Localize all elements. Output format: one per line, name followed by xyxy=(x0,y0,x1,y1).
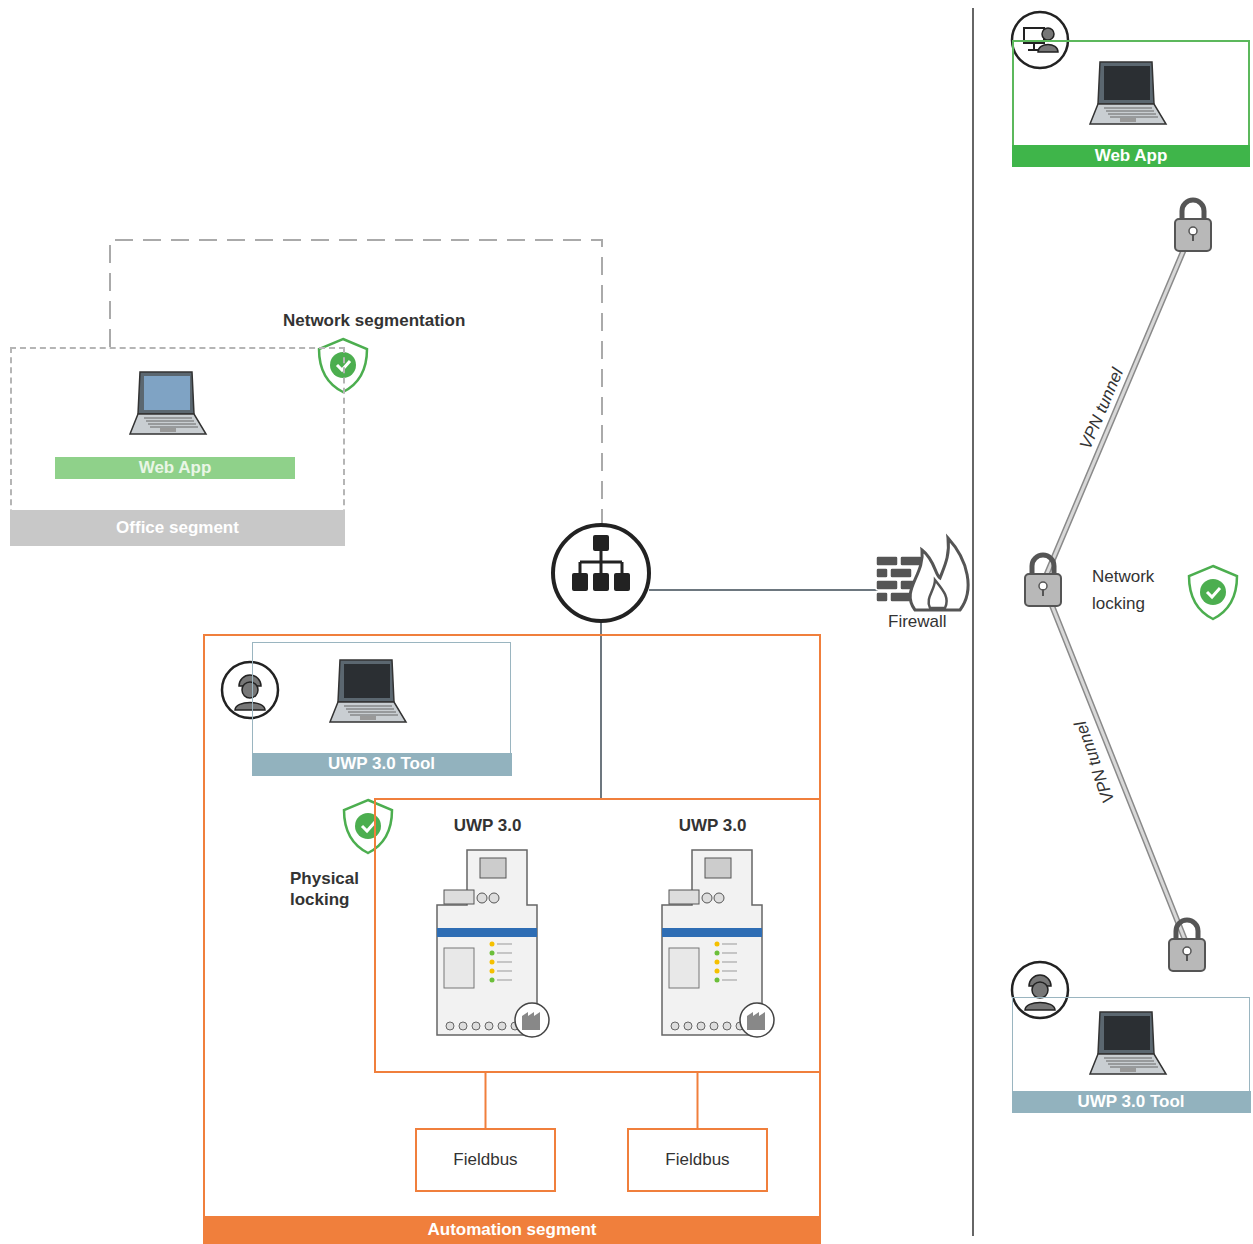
laptop-icon xyxy=(1090,62,1166,124)
node-label: Web App xyxy=(1012,145,1250,167)
firewall-icon xyxy=(876,538,968,610)
segment-box: UWP 3.0 Tool xyxy=(252,642,511,775)
shield-check-icon xyxy=(1189,566,1237,619)
laptop-icon xyxy=(130,372,206,434)
annotation-label: Network segmentation xyxy=(283,311,523,331)
segment-box: Web App xyxy=(55,362,295,479)
shield-icons xyxy=(319,339,1237,853)
node-label: Automation segment xyxy=(203,1216,821,1244)
device-box: Physical lockingUWP 3.0UWP 3.0 xyxy=(374,798,821,1073)
network-wire xyxy=(600,621,602,798)
segment-box: Automation segment UWP 3.0 ToolPhysical l… xyxy=(203,634,821,1244)
tunnel-label: VPN tunnel xyxy=(1071,354,1132,463)
vpn-tunnel-line xyxy=(1043,228,1193,945)
laptop-icon xyxy=(330,660,406,722)
network-switch-icon xyxy=(553,525,649,621)
laptop-icon xyxy=(1090,1012,1166,1074)
network-wire xyxy=(649,589,878,591)
segment-box: Office segment Web App xyxy=(10,347,345,546)
fieldbus-connector xyxy=(697,1073,699,1128)
fieldbus-connector xyxy=(485,1073,487,1128)
tunnel-label: VPN tunnel xyxy=(1067,707,1123,817)
device-box: UWP 3.0 xyxy=(425,812,550,1042)
node-label: Web App xyxy=(55,457,295,479)
node-label: UWP 3.0 xyxy=(650,816,775,836)
node-label: UWP 3.0 Tool xyxy=(252,753,512,776)
segment-box: UWP 3.0 Tool xyxy=(1012,997,1250,1112)
fieldbus-box: Fieldbus xyxy=(627,1128,768,1192)
operator-icon xyxy=(1012,962,1068,1018)
vpn-tunnel-line xyxy=(1043,228,1193,945)
person-icons xyxy=(222,12,1068,1018)
lock-icon xyxy=(1175,200,1211,251)
node-label: Fieldbus xyxy=(629,1150,766,1170)
node-label: UWP 3.0 Tool xyxy=(1012,1091,1251,1113)
uwp-device xyxy=(662,850,774,1037)
lock-icon xyxy=(1025,555,1061,606)
lock-icons xyxy=(1025,200,1211,971)
node-label: UWP 3.0 xyxy=(425,816,550,836)
lock-icon xyxy=(1169,920,1205,971)
shield-check-icon xyxy=(344,800,392,853)
uwp-device-drawings xyxy=(437,850,774,1037)
node-label: Office segment xyxy=(10,510,345,546)
operator-icon xyxy=(222,662,278,718)
device-box: UWP 3.0 xyxy=(650,812,775,1042)
annotation-label: Firewall xyxy=(888,612,968,632)
segment-box: Web App xyxy=(1012,40,1250,167)
segmentation-outline xyxy=(110,240,602,525)
divider-line xyxy=(972,8,974,1236)
fieldbus-box: Fieldbus xyxy=(415,1128,556,1192)
laptop-icons xyxy=(130,62,1166,1074)
node-label: Fieldbus xyxy=(417,1150,554,1170)
node-label: Physical locking xyxy=(290,868,372,910)
annotation-label: Network locking xyxy=(1092,563,1182,617)
uwp-device xyxy=(437,850,549,1037)
